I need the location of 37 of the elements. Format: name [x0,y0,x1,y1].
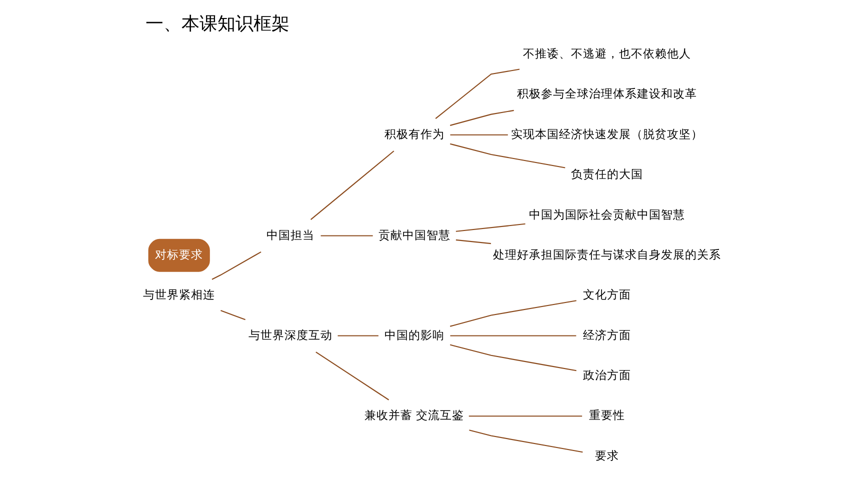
connector [310,150,394,220]
connector [338,335,378,336]
node-text: 处理好承担国际责任与谋求自身发展的关系 [492,247,721,262]
connector [450,335,576,336]
node-text: 积极有作为 [384,126,444,141]
connector [220,310,246,320]
node-text: 要求 [594,448,619,462]
node-text: 贡献中国智慧 [378,228,450,242]
connector [450,110,514,126]
diagram-title: 一、本课知识框架 [145,13,290,34]
node-text: 与世界深度互动 [248,328,332,342]
node-text: 文化方面 [582,288,631,302]
connector [450,134,508,136]
connector [450,143,566,168]
connector [469,430,583,453]
connector [435,68,520,119]
connector [450,300,576,327]
node-text: 积极参与全球治理体系建设和改革 [516,86,697,101]
node-text: 实现本国经济快速发展（脱贫攻坚） [510,126,703,141]
node-text: 重要性 [588,408,625,422]
node-text: 政治方面 [582,368,631,382]
node-text: 经济方面 [582,328,631,342]
connector [212,252,262,280]
node-box: 对标要求 [148,238,210,272]
node-text: 兼收并蓄 交流互鉴 [364,408,464,422]
connector [456,239,491,244]
node-text: 中国担当 [266,228,314,242]
node-text: 不推诿、不逃避，也不依赖他人 [522,46,691,61]
connector [320,235,373,236]
connector [468,416,582,417]
connector [456,223,526,232]
node-text: 负责任的大国 [570,167,643,182]
node-text: 中国为国际社会贡献中国智慧 [528,207,685,222]
connector [316,352,390,400]
node-text: 与世界紧相连 [143,288,216,302]
node-text: 中国的影响 [384,328,444,342]
connector [450,344,576,372]
